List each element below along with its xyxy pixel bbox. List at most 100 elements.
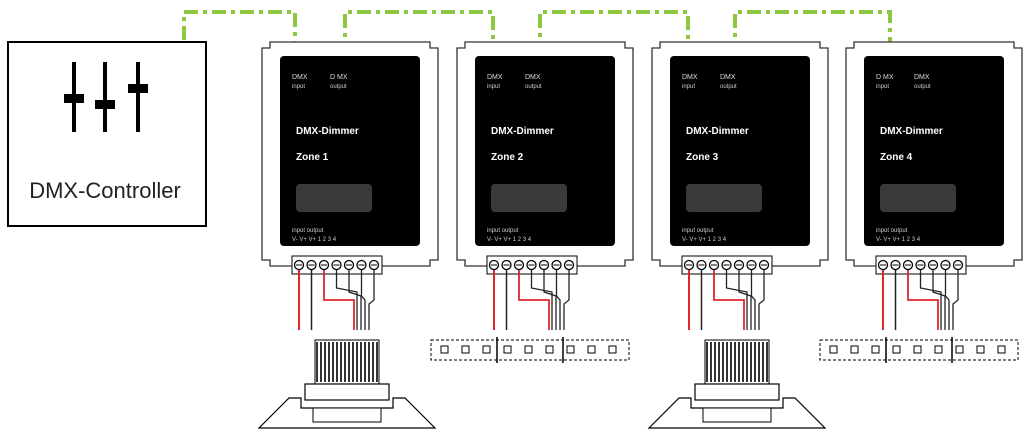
- dmx-input-sub: input: [487, 84, 500, 90]
- output-wire: [360, 270, 366, 330]
- output-wire: [335, 270, 358, 330]
- zone-label: Zone 1: [296, 152, 329, 163]
- terminal-label: V- V+ V+ 1 2 3 4: [292, 237, 337, 243]
- led-chip: [587, 345, 596, 354]
- lamp-lens: [312, 407, 382, 423]
- output-wire: [563, 270, 570, 330]
- dimmer-display: [880, 184, 956, 212]
- dmx-bus: [182, 10, 892, 56]
- slider-knob: [95, 100, 115, 109]
- load-wires: [298, 270, 375, 330]
- output-wire: [348, 270, 362, 330]
- output-wire: [530, 270, 553, 330]
- zone-label: Zone 3: [686, 152, 719, 163]
- io-label: input output: [292, 228, 324, 234]
- terminal-label: V- V+ V+ 1 2 3 4: [876, 237, 921, 243]
- dmx-output-label: DMX: [720, 74, 736, 81]
- zone-label: Zone 2: [491, 152, 524, 163]
- led-chip: [545, 345, 554, 354]
- output-wire: [518, 270, 550, 330]
- dmx-input-label: DMX: [487, 74, 503, 81]
- dmx-cable: [182, 10, 892, 56]
- dmx-input-sub: input: [682, 84, 695, 90]
- terminal-label: V- V+ V+ 1 2 3 4: [487, 237, 532, 243]
- led-chip: [440, 345, 449, 354]
- dmx-output-sub: output: [914, 84, 931, 90]
- output-wire: [932, 270, 946, 330]
- io-label: input output: [876, 228, 908, 234]
- led-chip: [892, 345, 901, 354]
- output-wire: [907, 270, 939, 330]
- dimmer-display: [296, 184, 372, 212]
- load-wires: [493, 270, 570, 330]
- output-wire: [323, 270, 355, 330]
- dimmer-title: DMX-Dimmer: [491, 126, 554, 137]
- lamp-housing: [304, 383, 390, 401]
- terminal-label: V- V+ V+ 1 2 3 4: [682, 237, 727, 243]
- downlight-icon: [257, 339, 437, 429]
- led-chip: [524, 345, 533, 354]
- zone-label: Zone 4: [880, 152, 913, 163]
- led-chip: [829, 345, 838, 354]
- downlight-icon: [647, 339, 827, 429]
- output-wire: [713, 270, 745, 330]
- output-wire: [919, 270, 942, 330]
- led-chip: [997, 345, 1006, 354]
- dmx-output-sub: output: [330, 84, 347, 90]
- output-wire: [543, 270, 557, 330]
- dimmer-title: DMX-Dimmer: [880, 126, 943, 137]
- led-strip-icon: [819, 337, 1019, 363]
- led-chip: [955, 345, 964, 354]
- dmx-input-label: D MX: [876, 74, 894, 81]
- dmx-input-label: DMX: [292, 74, 308, 81]
- led-strip-icon: [430, 337, 630, 363]
- dimmer-title: DMX-Dimmer: [686, 126, 749, 137]
- output-wire: [758, 270, 765, 330]
- led-chip: [503, 345, 512, 354]
- led-chip: [461, 345, 470, 354]
- output-wire: [738, 270, 752, 330]
- led-chip: [608, 345, 617, 354]
- output-wire: [555, 270, 561, 330]
- dmx-output-label: DMX: [914, 74, 930, 81]
- load-row: [257, 337, 1019, 429]
- led-chip: [913, 345, 922, 354]
- output-wire: [944, 270, 950, 330]
- sliders-icon: [64, 62, 148, 132]
- led-chip: [482, 345, 491, 354]
- load-wires: [882, 270, 959, 330]
- led-chip: [976, 345, 985, 354]
- dimmer-title: DMX-Dimmer: [296, 126, 359, 137]
- led-chip: [850, 345, 859, 354]
- output-wire: [725, 270, 748, 330]
- dmx-output-label: DMX: [525, 74, 541, 81]
- led-chip: [934, 345, 943, 354]
- led-chip: [871, 345, 880, 354]
- slider-knob: [128, 84, 148, 93]
- slider-knob: [64, 94, 84, 103]
- output-wire: [952, 270, 959, 330]
- lamp-lens: [702, 407, 772, 423]
- io-label: input output: [682, 228, 714, 234]
- dmx-input-sub: input: [876, 84, 889, 90]
- io-label: input output: [487, 228, 519, 234]
- dmx-input-sub: input: [292, 84, 305, 90]
- lamp-housing: [694, 383, 780, 401]
- controller-label: DMX-Controller: [29, 178, 181, 203]
- dmx-input-label: DMX: [682, 74, 698, 81]
- dmx-output-sub: output: [720, 84, 737, 90]
- dmx-controller: DMX-Controller: [7, 41, 207, 227]
- dmx-output-label: D MX: [330, 74, 348, 81]
- led-chip: [566, 345, 575, 354]
- dmx-output-sub: output: [525, 84, 542, 90]
- output-wire: [368, 270, 375, 330]
- output-wire: [750, 270, 756, 330]
- dimmer-display: [491, 184, 567, 212]
- load-wires: [688, 270, 765, 330]
